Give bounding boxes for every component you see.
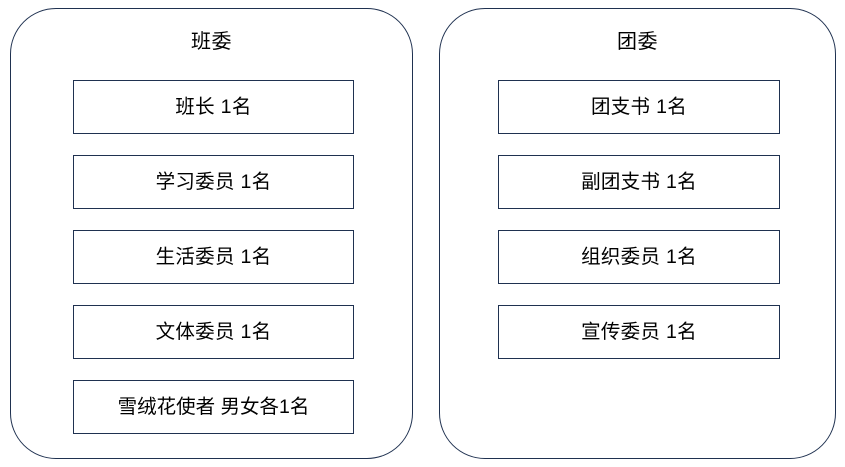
role-list-class-committee: 班长 1名 学习委员 1名 生活委员 1名 文体委员 1名 雪绒花使者 男女各1… bbox=[73, 80, 354, 434]
group-title-class-committee: 班委 bbox=[191, 31, 232, 53]
role-label-publicity-officer: 宣传委员 1名 bbox=[581, 321, 697, 343]
role-label-organization-officer: 组织委员 1名 bbox=[581, 246, 697, 268]
role-label-study-officer: 学习委员 1名 bbox=[155, 171, 272, 193]
role-box-organization-officer[interactable]: 组织委员 1名 bbox=[498, 230, 780, 284]
role-label-edelweiss-ambassador: 雪绒花使者 男女各1名 bbox=[117, 396, 310, 418]
role-box-deputy-league-secretary[interactable]: 副团支书 1名 bbox=[498, 155, 780, 209]
role-label-culture-sports-officer: 文体委员 1名 bbox=[155, 321, 272, 343]
role-box-edelweiss-ambassador[interactable]: 雪绒花使者 男女各1名 bbox=[73, 380, 354, 434]
role-label-deputy-league-secretary: 副团支书 1名 bbox=[581, 171, 697, 193]
group-title-league-committee: 团委 bbox=[617, 31, 658, 53]
role-box-league-secretary[interactable]: 团支书 1名 bbox=[498, 80, 780, 134]
group-panel-class-committee[interactable]: 班委 班长 1名 学习委员 1名 生活委员 1名 文体委员 1名 雪绒花使者 男… bbox=[10, 8, 413, 459]
group-panel-league-committee[interactable]: 团委 团支书 1名 副团支书 1名 组织委员 1名 宣传委员 1名 bbox=[439, 8, 836, 459]
role-box-study-officer[interactable]: 学习委员 1名 bbox=[73, 155, 354, 209]
role-box-class-monitor[interactable]: 班长 1名 bbox=[73, 80, 354, 134]
role-label-life-officer: 生活委员 1名 bbox=[155, 246, 272, 268]
role-box-culture-sports-officer[interactable]: 文体委员 1名 bbox=[73, 305, 354, 359]
role-label-league-secretary: 团支书 1名 bbox=[590, 96, 688, 118]
role-box-life-officer[interactable]: 生活委员 1名 bbox=[73, 230, 354, 284]
role-list-league-committee: 团支书 1名 副团支书 1名 组织委员 1名 宣传委员 1名 bbox=[498, 80, 780, 359]
role-label-class-monitor: 班长 1名 bbox=[175, 96, 252, 118]
role-box-publicity-officer[interactable]: 宣传委员 1名 bbox=[498, 305, 780, 359]
